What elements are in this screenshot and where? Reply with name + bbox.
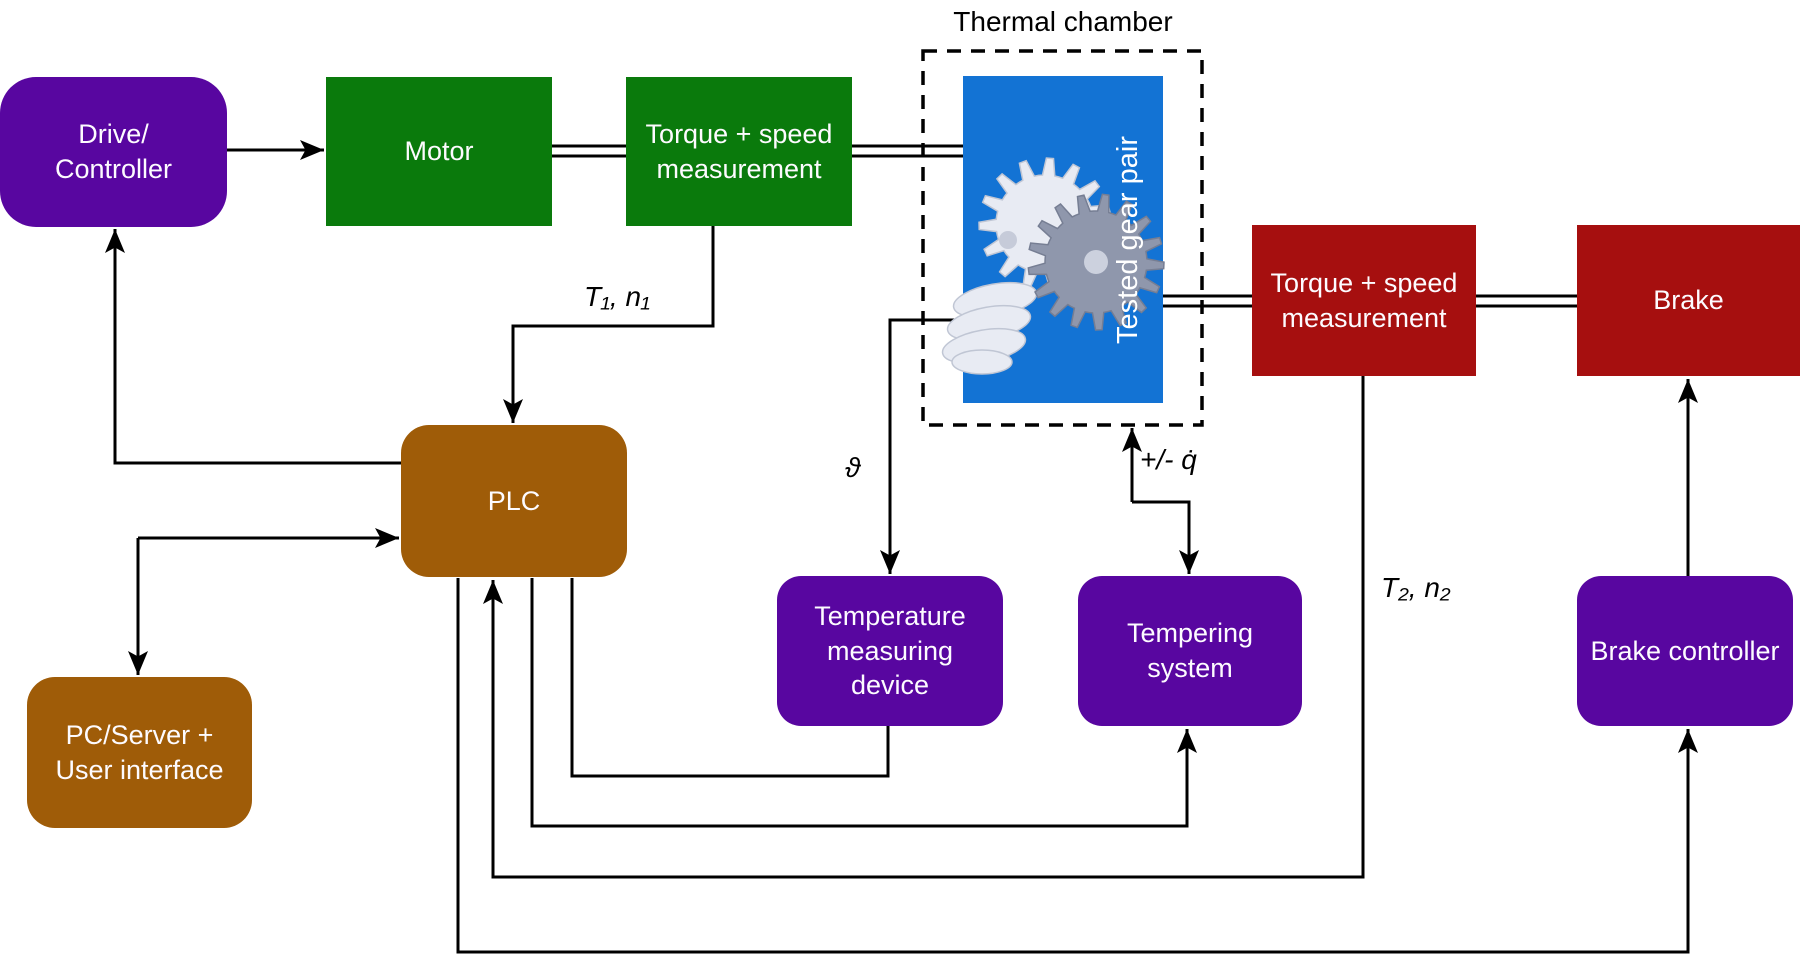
node-tempering-system: Tempering system [1078, 576, 1302, 726]
label-temperature-theta: ϑ [845, 452, 861, 483]
node-pc-server: PC/Server + User interface [27, 677, 252, 828]
node-brake-controller: Brake controller [1577, 576, 1793, 726]
edge-t1n1-torque-input-to-plc [503, 226, 715, 423]
node-plc: PLC [401, 425, 627, 577]
node-drive-controller: Drive/ Controller [0, 77, 227, 227]
node-temperature-measuring-device: Temperature measuring device [777, 576, 1003, 726]
edge-shaft-motor-to-torque-input [552, 144, 626, 158]
thermal-chamber-label: Thermal chamber [953, 6, 1173, 37]
node-torque-speed-input: Torque + speed measurement [626, 77, 852, 226]
edge-plc-to-drive [105, 229, 401, 465]
edge-shaft-torque-input-to-gear-pair [852, 144, 963, 158]
edge-shaft-gear-pair-to-torque-output [1163, 294, 1252, 308]
label-output-shaft-t2-n2: T₂, n₂ [1381, 572, 1451, 603]
edge-theta-gear-pair-to-temp-device [880, 318, 963, 574]
edge-plc-to-brake-controller [456, 578, 1698, 954]
node-brake: Brake [1577, 225, 1800, 376]
label-heat-flow-q: +/- q̇ [1140, 444, 1197, 475]
node-torque-speed-output: Torque + speed measurement [1252, 225, 1476, 376]
label-input-shaft-t1-n1: T₁, n₁ [584, 281, 650, 312]
edge-shaft-torque-output-to-brake [1476, 294, 1577, 308]
edge-heat-to-tempering [1132, 500, 1199, 574]
node-motor: Motor [326, 77, 552, 226]
tested-gear-pair-label: Tested gear pair [1111, 136, 1144, 344]
